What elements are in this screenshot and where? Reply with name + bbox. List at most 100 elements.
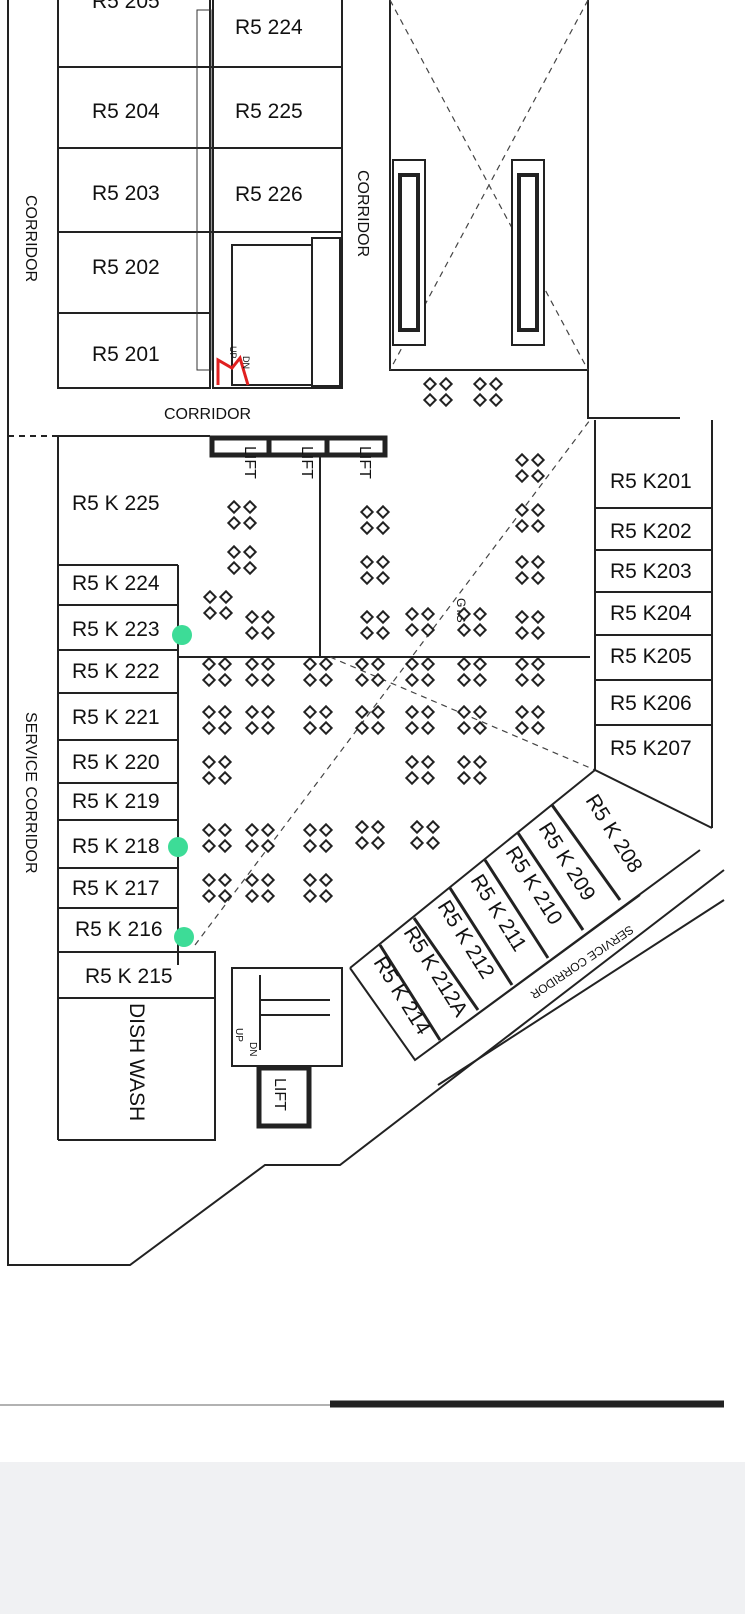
chair-icon — [302, 838, 318, 854]
table-icon — [302, 656, 334, 688]
chair-icon — [217, 872, 233, 888]
chair-icon — [456, 704, 472, 720]
chair-icon — [354, 704, 370, 720]
chair-icon — [244, 656, 260, 672]
lift-label: LIFT — [298, 446, 315, 479]
room-label: R5 201 — [92, 343, 160, 366]
stair-up-label: UP — [228, 346, 238, 359]
table-icon — [244, 609, 276, 641]
table-icon — [456, 704, 488, 736]
table-icon — [354, 656, 386, 688]
chair-icon — [302, 872, 318, 888]
table-icon — [514, 704, 546, 736]
chair-icon — [514, 704, 530, 720]
chair-icon — [530, 720, 546, 736]
table-icon — [226, 499, 258, 531]
inner-wall — [437, 899, 725, 1086]
chair-icon — [202, 605, 218, 621]
outer-wall-right — [587, 0, 680, 419]
lower-stair — [231, 967, 343, 1129]
marker[interactable] — [168, 837, 188, 857]
table-icon — [422, 376, 454, 408]
dining-tables — [201, 376, 546, 904]
stair-dn-label: DN — [247, 1042, 258, 1056]
chair-icon — [530, 452, 546, 468]
chair-icon — [244, 872, 260, 888]
table-icon — [201, 656, 233, 688]
atrium — [389, 0, 589, 371]
chair-icon — [514, 656, 530, 672]
chair-icon — [318, 822, 334, 838]
chair-icon — [260, 888, 276, 904]
chair-icon — [530, 672, 546, 688]
room-label: R5 204 — [92, 100, 160, 123]
chair-icon — [375, 609, 391, 625]
chair-icon — [422, 392, 438, 408]
chair-icon — [370, 656, 386, 672]
chair-icon — [409, 835, 425, 851]
chair-icon — [217, 822, 233, 838]
chair-icon — [359, 520, 375, 536]
chair-icon — [359, 570, 375, 586]
chair-icon — [260, 872, 276, 888]
chair-icon — [370, 672, 386, 688]
table-icon — [514, 656, 546, 688]
chair-icon — [318, 838, 334, 854]
chair-icon — [302, 656, 318, 672]
chair-icon — [244, 704, 260, 720]
chair-icon — [409, 819, 425, 835]
chair-icon — [404, 622, 420, 638]
table-icon — [359, 504, 391, 536]
corridor-label: CORRIDOR — [164, 406, 251, 423]
table-icon — [302, 872, 334, 904]
chair-icon — [318, 672, 334, 688]
kiosk-label: R5 K 220 — [72, 751, 160, 774]
kiosk-label: R5 K203 — [610, 560, 692, 583]
chair-icon — [375, 504, 391, 520]
table-icon — [472, 376, 504, 408]
chair-icon — [260, 704, 276, 720]
chair-icon — [514, 452, 530, 468]
room-label: R5 224 — [235, 16, 303, 39]
chair-icon — [359, 625, 375, 641]
chair-icon — [472, 622, 488, 638]
table-icon — [359, 554, 391, 586]
table-icon — [404, 656, 436, 688]
chair-icon — [456, 606, 472, 622]
table-icon — [456, 656, 488, 688]
chair-icon — [420, 656, 436, 672]
chair-icon — [201, 754, 217, 770]
chair-icon — [514, 468, 530, 484]
table-icon — [201, 872, 233, 904]
table-icon — [201, 754, 233, 786]
bottom-bar — [0, 1462, 745, 1614]
table-icon — [514, 502, 546, 534]
chair-icon — [217, 754, 233, 770]
chair-icon — [514, 609, 530, 625]
table-icon — [226, 544, 258, 576]
chair-icon — [404, 720, 420, 736]
chair-icon — [420, 704, 436, 720]
chair-icon — [226, 544, 242, 560]
chair-icon — [456, 770, 472, 786]
marker[interactable] — [172, 625, 192, 645]
chair-icon — [425, 819, 441, 835]
chair-icon — [514, 672, 530, 688]
chair-icon — [242, 560, 258, 576]
chair-icon — [422, 376, 438, 392]
table-icon — [514, 452, 546, 484]
chair-icon — [302, 822, 318, 838]
table-icon — [302, 704, 334, 736]
chair-icon — [370, 835, 386, 851]
outer-wall — [7, 0, 725, 1266]
service-corridor-label: SERVICE CORRIDOR — [528, 923, 637, 1003]
chair-icon — [354, 819, 370, 835]
kiosk-label: R5 K207 — [610, 737, 692, 760]
left-kiosks — [57, 435, 216, 1141]
marker[interactable] — [174, 927, 194, 947]
service-corridor-label: SERVICE CORRIDOR — [22, 712, 39, 874]
kiosk-label: R5 K 216 — [75, 918, 163, 941]
chair-icon — [472, 606, 488, 622]
chair-icon — [302, 720, 318, 736]
